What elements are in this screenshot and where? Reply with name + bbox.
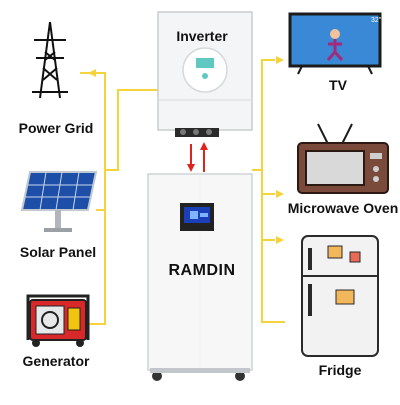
wire-bus <box>261 170 285 323</box>
power-grid-label: Power Grid <box>18 120 94 136</box>
microwave-icon <box>297 123 389 194</box>
arrow-to-fridge <box>276 236 284 244</box>
inverter-label: Inverter <box>176 28 228 44</box>
battery-cabinet-icon <box>147 173 253 381</box>
wire-inverter-out <box>252 59 275 171</box>
solar-panel-icon <box>20 171 98 232</box>
arrow-to-microwave <box>276 190 284 198</box>
arrow-to-tv <box>276 56 284 64</box>
fridge-icon <box>301 235 379 357</box>
arrow-grid-in <box>88 69 96 77</box>
battery-brand-label: RAMDIN <box>168 262 236 279</box>
solar-panel-label: Solar Panel <box>19 244 97 260</box>
fridge-label: Fridge <box>318 362 362 378</box>
microwave-oven-label: Microwave Oven <box>287 200 399 216</box>
generator-label: Generator <box>22 353 90 369</box>
inverter-icon <box>157 11 253 137</box>
flow-arrows <box>187 142 208 172</box>
wire-arrowheads <box>88 56 284 244</box>
tv-icon <box>288 12 382 75</box>
tv-label: TV <box>329 77 347 93</box>
generator-icon <box>26 294 90 347</box>
power-tower-icon <box>32 21 68 99</box>
tv-size-badge: 32" <box>371 17 382 24</box>
wire-to-inverter <box>105 89 160 171</box>
